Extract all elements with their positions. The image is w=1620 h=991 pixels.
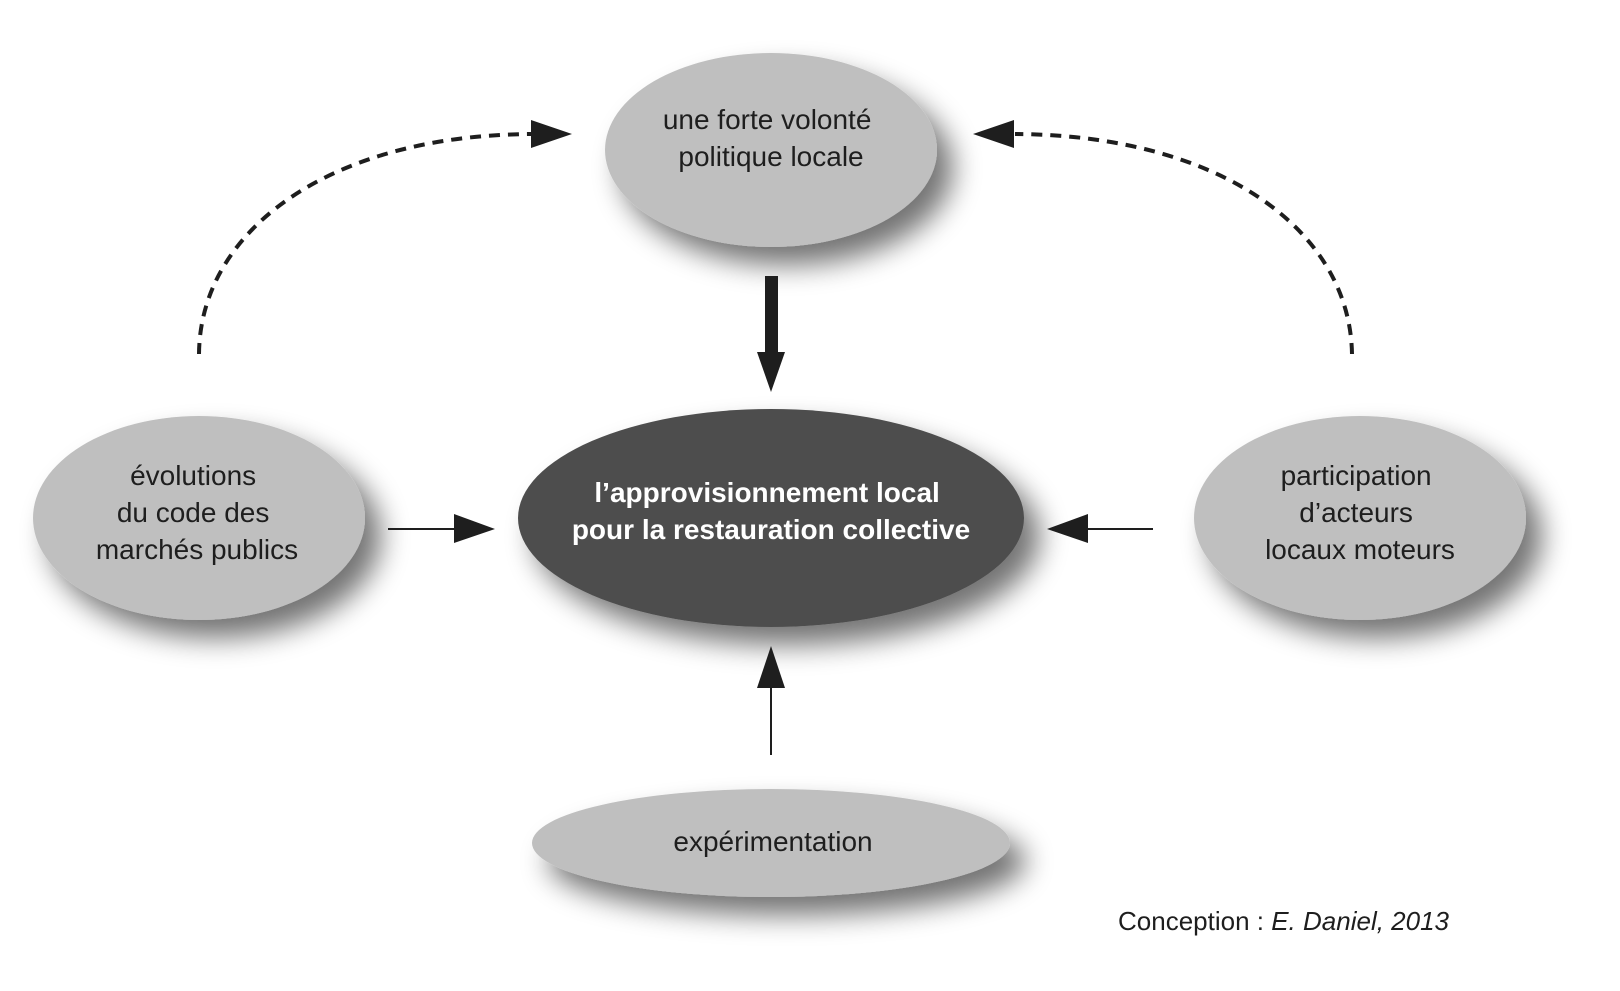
caption-author: E. Daniel, 2013 [1271,906,1450,936]
node-bottom: expérimentation [532,789,1010,897]
node-left-line-3: marchés publics [96,534,298,565]
arrow-right-to-top-dashed-head [973,120,1014,148]
node-center-line-2: pour la restauration collective [572,514,970,545]
node-center: l’approvisionnement local pour la restau… [518,409,1024,627]
arrow-right-to-top-dashed [973,120,1354,355]
arrow-left-to-top-dashed [197,120,572,355]
node-top-line-1: une forte volonté [663,104,872,135]
arrow-bottom-to-center [757,646,785,755]
arrow-right-to-top-dashed-curve [1014,132,1354,355]
figure-caption: Conception : E. Daniel, 2013 [1118,906,1449,937]
arrow-left-to-center [388,514,495,543]
node-left: évolutions du code des marchés publics [33,416,365,620]
node-right: participation d’acteurs locaux moteurs [1194,416,1526,620]
node-left-line-2: du code des [117,497,270,528]
node-right-line-1: participation [1281,460,1432,491]
node-center-shape [518,409,1024,627]
node-bottom-line-1: expérimentation [673,826,872,857]
arrow-left-to-top-dashed-head [531,120,572,148]
node-center-label: l’approvisionnement local pour la restau… [572,477,970,545]
arrow-left-to-center-head [454,514,495,543]
node-right-line-2: d’acteurs [1299,497,1413,528]
node-left-label: évolutions du code des marchés publics [96,460,298,565]
node-right-line-3: locaux moteurs [1265,534,1455,565]
node-center-line-1: l’approvisionnement local [594,477,939,508]
arrow-bottom-to-center-head [757,646,785,688]
arrow-right-to-center [1047,514,1153,543]
node-left-line-1: évolutions [130,460,256,491]
node-top-shape [605,53,937,247]
node-bottom-label: expérimentation [673,826,872,857]
node-top-label: une forte volonté politique locale [663,104,879,172]
arrow-left-to-top-dashed-curve [197,132,533,355]
node-top-line-2: politique locale [678,141,863,172]
arrow-top-to-center-head [757,352,785,392]
node-right-label: participation d’acteurs locaux moteurs [1265,460,1455,565]
caption-label: Conception : [1118,906,1272,936]
node-bottom-shape [532,789,1010,897]
arrow-top-to-center-shaft [765,276,778,356]
node-left-shape [33,416,365,620]
arrow-right-to-center-head [1047,514,1088,543]
arrow-top-to-center [757,276,785,392]
node-top: une forte volonté politique locale [605,53,937,247]
node-right-shape [1194,416,1526,620]
